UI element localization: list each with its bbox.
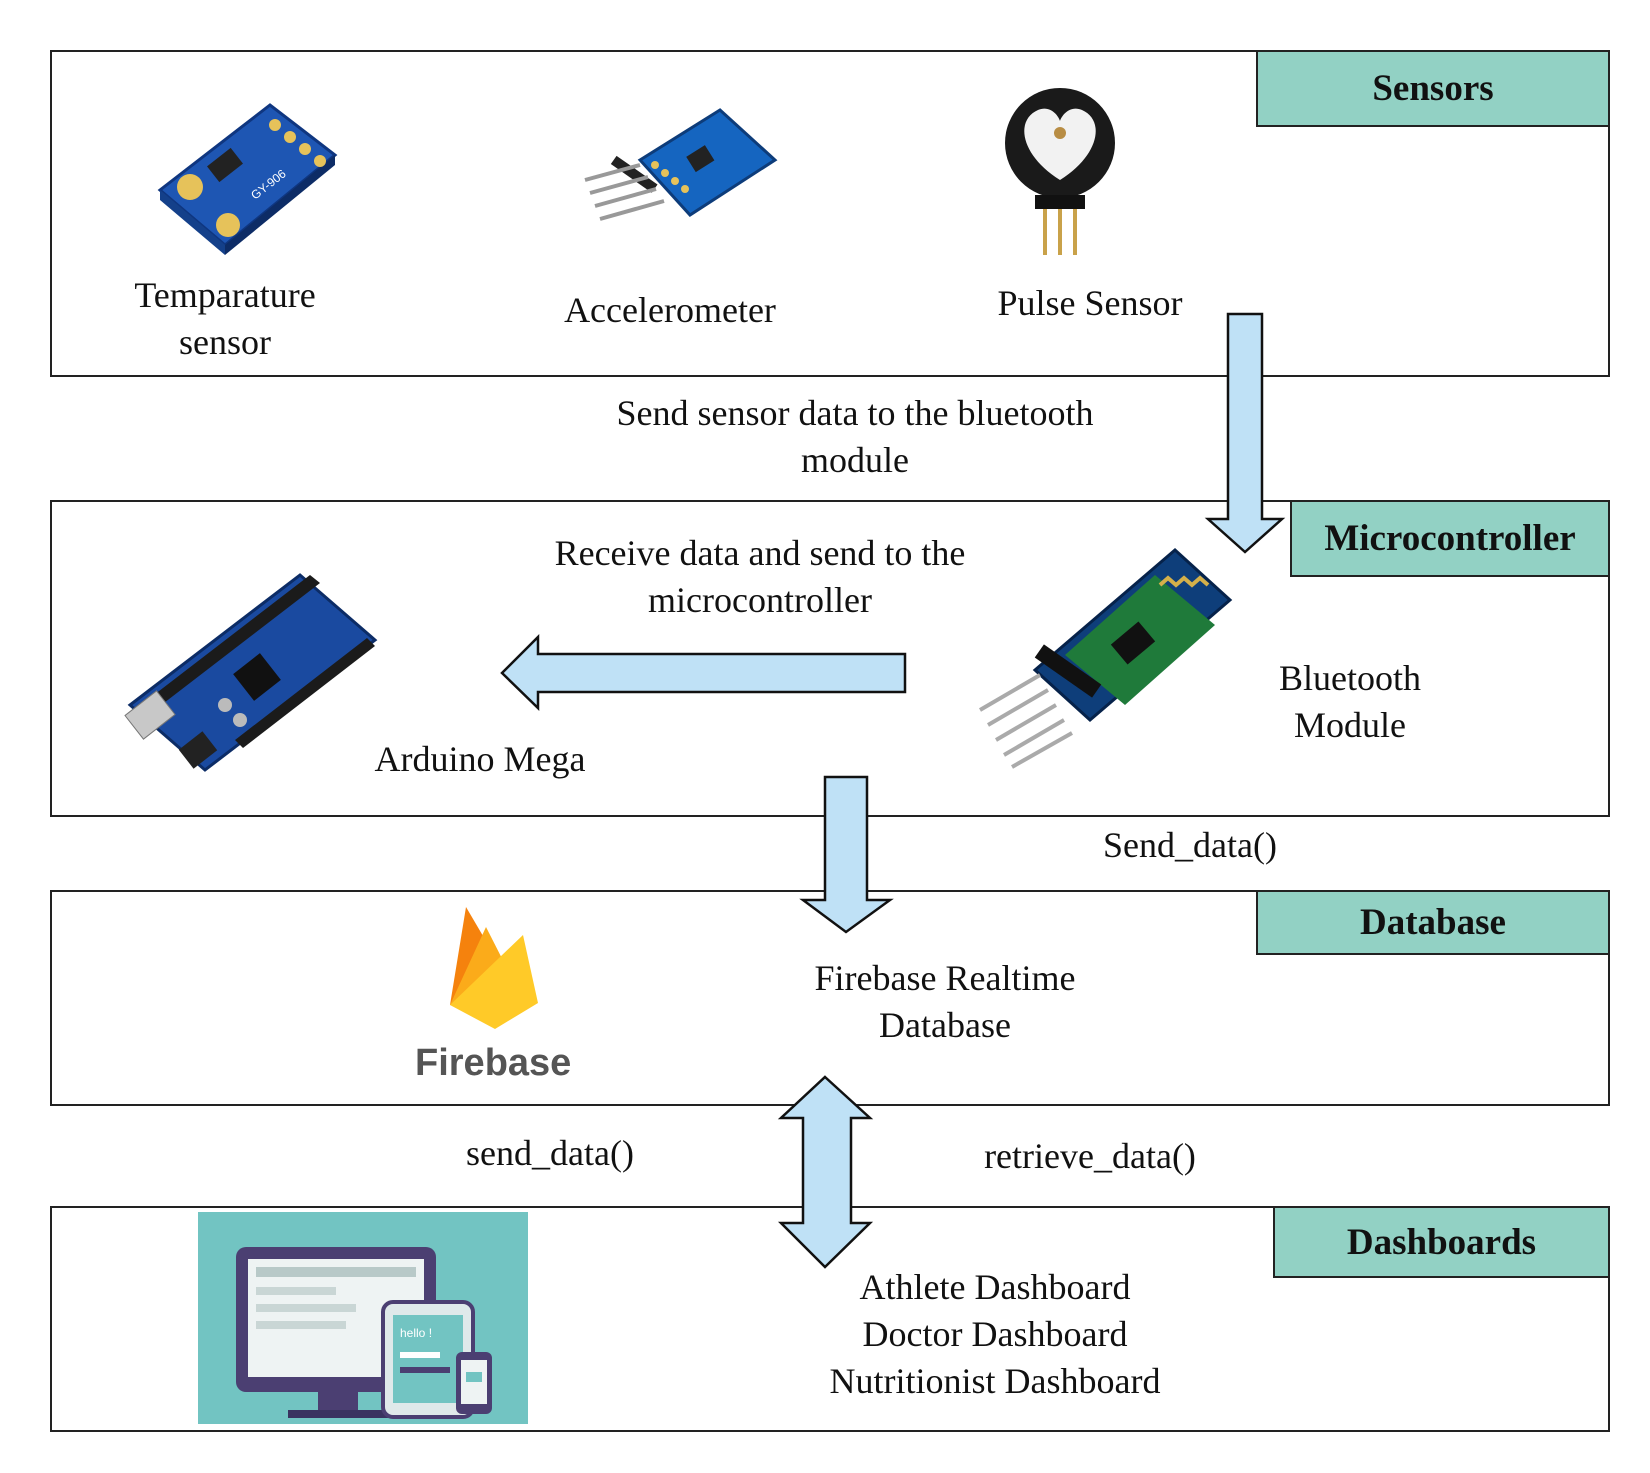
sensors-to-bluetooth-label: Send sensor data to the bluetooth module [616,393,1094,480]
temperature-sensor-icon: GY-906 [157,103,338,255]
pulse-sensor-label: Pulse Sensor [997,283,1183,323]
arrow-database-dashboards [777,1075,874,1269]
send-data-micro-label: Send_data() [1103,825,1277,865]
sensors-tag: Sensors [1256,50,1610,127]
receive-data-label: Receive data and send to the microcontro… [554,533,966,620]
arrow-micro-to-database [799,775,894,934]
accelerometer-icon [584,108,778,221]
dashboards-tag: Dashboards [1273,1206,1610,1278]
accelerometer-label: Accelerometer [564,290,776,330]
retrieve-data-label: retrieve_data() [984,1136,1196,1176]
microcontroller-tag: Microcontroller [1290,500,1610,577]
dashboard-devices-icon: hello ! [198,1212,528,1424]
send-data-dashboard-label: send_data() [466,1133,634,1173]
arrow-sensors-to-bluetooth [1204,312,1286,554]
nutritionist-dashboard-item: Nutritionist Dashboard [829,1361,1161,1401]
athlete-dashboard-item: Athlete Dashboard [859,1267,1131,1307]
dashboard-screen-text: hello ! [400,1326,432,1340]
arrow-bluetooth-to-arduino [500,633,907,711]
arduino-mega-label: Arduino Mega [374,739,586,779]
temperature-sensor-label: Temparature sensor [134,275,316,362]
firebase-logo-text: Firebase [415,1042,572,1084]
dashboard-list: Athlete Dashboard Doctor Dashboard Nutri… [780,1264,1210,1405]
firebase-database-label: Firebase Realtime Database [814,958,1076,1045]
bluetooth-module-label: Bluetooth Module [1279,658,1421,745]
doctor-dashboard-item: Doctor Dashboard [862,1314,1128,1354]
database-tag: Database [1256,890,1610,955]
firebase-flame-icon [450,907,538,1029]
pulse-sensor-icon [1005,88,1115,255]
arduino-mega-icon [124,573,378,772]
bluetooth-module-icon [978,547,1233,769]
